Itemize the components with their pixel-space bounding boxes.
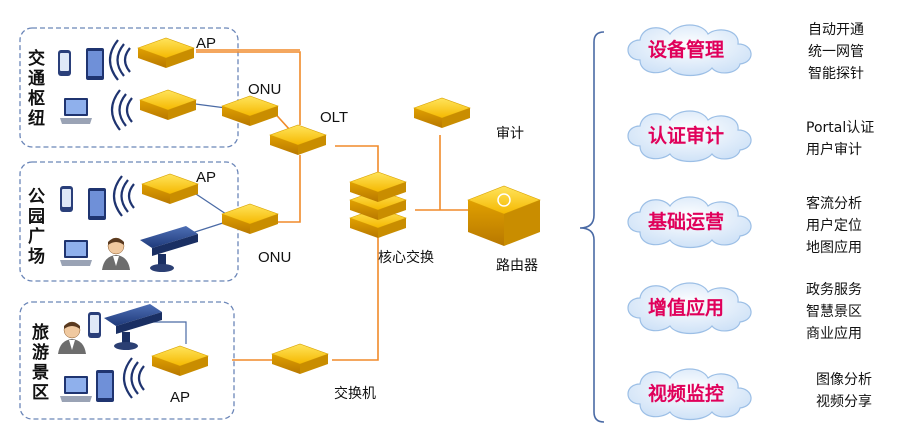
bracket-brace	[579, 31, 605, 423]
switch-label: 交换机	[334, 385, 376, 402]
ap-onu-links	[150, 101, 227, 344]
audit-label: 审计	[496, 126, 524, 142]
wifi-icon	[110, 88, 134, 132]
feature-device-management: 设备管理 自动开通 统一网管 智能探针	[627, 22, 864, 82]
zone-park-label-1: 公	[28, 187, 45, 207]
feature-item: 政务服务	[806, 282, 862, 298]
network-links	[196, 49, 472, 361]
feature-auth-audit: 认证审计 Portal认证 用户审计	[627, 110, 874, 163]
ap2-label: AP	[196, 169, 216, 186]
onu-device-icon	[221, 203, 279, 235]
tablet-icon	[88, 188, 106, 220]
feature-item: 用户审计	[806, 141, 862, 158]
camera-icon	[104, 304, 162, 350]
core-label: 核心交换	[378, 249, 434, 266]
feature-title: 认证审计	[648, 124, 724, 147]
feature-item: 智慧景区	[806, 304, 862, 320]
ap-device-icon	[151, 345, 209, 377]
onu1-label: ONU	[248, 81, 281, 98]
zone-transport-box	[19, 27, 239, 148]
feature-item: 自动开通	[808, 22, 864, 38]
tablet-icon	[86, 48, 104, 80]
person-icon	[57, 321, 87, 355]
zone-transport-label-1: 交	[28, 48, 45, 69]
feature-item: 图像分析	[816, 372, 872, 388]
switch-device-icon	[271, 343, 329, 375]
zone-park-label-3: 广	[28, 226, 45, 247]
zone-scenic-label-1: 旅	[32, 322, 49, 343]
laptop-icon	[60, 98, 92, 124]
feature-title: 视频监控	[648, 382, 724, 405]
laptop-icon	[60, 376, 92, 402]
ap-device-icon	[139, 89, 197, 121]
onu-device-icon	[221, 95, 279, 127]
camera-icon	[140, 226, 198, 272]
feature-item: Portal认证	[806, 120, 874, 136]
phone-icon	[60, 186, 73, 212]
zone-transport-label-4: 纽	[28, 108, 45, 129]
ap-device-icon	[141, 173, 199, 205]
ap1-label: AP	[196, 35, 216, 52]
audit-device-icon	[413, 97, 471, 129]
zone-transport-label-3: 枢	[28, 88, 45, 109]
zone-scenic-label-3: 景	[32, 363, 49, 383]
laptop-icon	[60, 240, 92, 266]
feature-item: 客流分析	[806, 195, 862, 212]
olt-device-icon	[269, 124, 327, 156]
feature-item: 视频分享	[816, 393, 872, 410]
feature-item: 商业应用	[806, 325, 862, 342]
zone-park-label-4: 场	[28, 247, 45, 267]
olt-label: OLT	[320, 109, 348, 126]
ap3-label: AP	[170, 389, 190, 406]
person-icon	[101, 237, 131, 271]
ap-device-icon	[137, 37, 195, 69]
wifi-icon	[112, 174, 136, 218]
feature-title: 基础运营	[647, 210, 724, 233]
zone-scenic-label-2: 游	[32, 342, 49, 363]
feature-title: 设备管理	[648, 38, 724, 61]
feature-title: 增值应用	[648, 296, 724, 319]
tablet-icon	[96, 370, 114, 402]
onu2-label: ONU	[258, 249, 291, 266]
wifi-icon	[108, 38, 132, 82]
feature-item: 用户定位	[806, 217, 862, 234]
feature-value-added: 增值应用 政务服务 智慧景区 商业应用	[627, 282, 862, 342]
feature-item: 统一网管	[808, 44, 864, 60]
zone-scenic-label-4: 区	[32, 383, 49, 403]
zone-transport-label-2: 通	[28, 69, 45, 89]
feature-item: 智能探针	[808, 66, 864, 82]
phone-icon	[88, 312, 101, 338]
core-switch-icon	[349, 171, 407, 239]
feature-item: 地图应用	[806, 239, 862, 256]
zone-park-label-2: 园	[28, 207, 45, 227]
feature-video-surveillance: 视频监控 图像分析 视频分享	[627, 368, 872, 421]
wifi-icon	[122, 356, 146, 400]
phone-icon	[58, 50, 71, 76]
router-label: 路由器	[496, 258, 538, 274]
router-icon	[467, 185, 541, 246]
feature-basic-ops: 基础运营 客流分析 用户定位 地图应用	[627, 195, 862, 256]
